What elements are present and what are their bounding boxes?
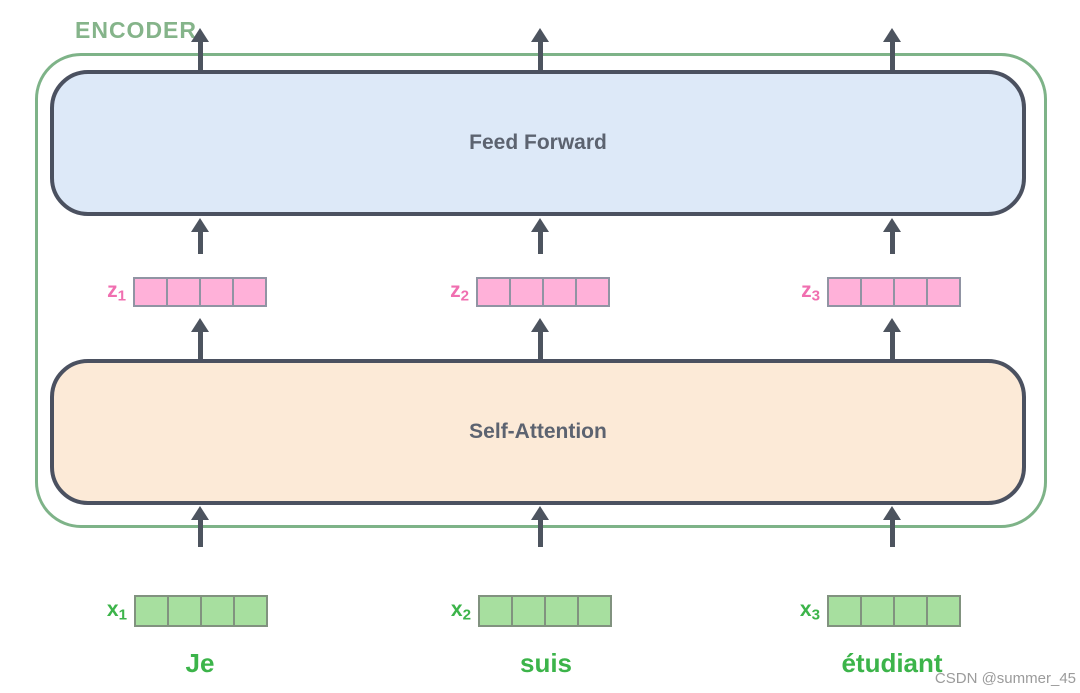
x3-vector: x3 bbox=[786, 595, 961, 627]
arrow-head-icon bbox=[531, 318, 549, 332]
arrow-head-icon bbox=[531, 28, 549, 42]
arrow-shaft bbox=[197, 520, 203, 547]
arrow-up-icon bbox=[531, 218, 549, 254]
arrow-up-icon bbox=[883, 218, 901, 254]
x1-cells bbox=[134, 595, 268, 627]
vector-cell bbox=[509, 279, 542, 305]
vector-cell bbox=[577, 597, 610, 625]
feed-forward-block: Feed Forward bbox=[50, 70, 1026, 216]
z2-cells bbox=[476, 277, 610, 307]
vector-cell bbox=[860, 597, 893, 625]
vector-cell bbox=[893, 279, 926, 305]
csdn-watermark: CSDN @summer_45 bbox=[934, 670, 1076, 687]
vector-cell bbox=[511, 597, 544, 625]
arrow-up-icon bbox=[883, 318, 901, 359]
arrow-shaft bbox=[537, 232, 543, 254]
z3-cells bbox=[827, 277, 961, 307]
arrow-up-icon bbox=[883, 28, 901, 70]
arrow-head-icon bbox=[531, 506, 549, 520]
arrow-shaft bbox=[197, 42, 203, 70]
z1-vector: z1 bbox=[92, 277, 267, 307]
vector-cell bbox=[480, 597, 511, 625]
vector-cell bbox=[829, 597, 860, 625]
encoder-title: ENCODER bbox=[75, 17, 198, 43]
vector-cell bbox=[478, 279, 509, 305]
arrow-shaft bbox=[197, 332, 203, 359]
word-suis: suis bbox=[519, 648, 573, 678]
vector-cell bbox=[542, 279, 575, 305]
arrow-shaft bbox=[537, 332, 543, 359]
arrow-shaft bbox=[889, 332, 895, 359]
vector-cell bbox=[926, 279, 959, 305]
arrow-shaft bbox=[889, 232, 895, 254]
arrow-head-icon bbox=[883, 28, 901, 42]
z2-vector: z2 bbox=[435, 277, 610, 307]
z3-vector: z3 bbox=[786, 277, 961, 307]
arrow-shaft bbox=[889, 42, 895, 70]
arrow-up-icon bbox=[883, 506, 901, 547]
arrow-head-icon bbox=[191, 218, 209, 232]
arrow-head-icon bbox=[531, 218, 549, 232]
z1-cells bbox=[133, 277, 267, 307]
vector-cell bbox=[232, 279, 265, 305]
arrow-up-icon bbox=[531, 318, 549, 359]
vector-cell bbox=[200, 597, 233, 625]
z2-label: z2 bbox=[450, 279, 469, 305]
word-etudiant: étudiant bbox=[841, 648, 943, 678]
feed-forward-label: Feed Forward bbox=[469, 131, 607, 154]
arrow-up-icon bbox=[531, 506, 549, 547]
x2-vector: x2 bbox=[437, 595, 612, 627]
arrow-head-icon bbox=[191, 28, 209, 42]
vector-cell bbox=[233, 597, 266, 625]
arrow-up-icon bbox=[191, 28, 209, 70]
z1-label: z1 bbox=[107, 279, 126, 305]
self-attention-label: Self-Attention bbox=[469, 420, 607, 443]
arrow-head-icon bbox=[883, 218, 901, 232]
word-je: Je bbox=[185, 648, 215, 678]
vector-cell bbox=[926, 597, 959, 625]
vector-cell bbox=[829, 279, 860, 305]
self-attention-block: Self-Attention bbox=[50, 359, 1026, 505]
vector-cell bbox=[166, 279, 199, 305]
x1-vector: x1 bbox=[93, 595, 268, 627]
arrow-head-icon bbox=[191, 506, 209, 520]
vector-cell bbox=[860, 279, 893, 305]
vector-cell bbox=[544, 597, 577, 625]
x1-label: x1 bbox=[106, 598, 127, 624]
vector-cell bbox=[199, 279, 232, 305]
arrow-head-icon bbox=[883, 318, 901, 332]
arrow-shaft bbox=[889, 520, 895, 547]
x3-label: x3 bbox=[799, 598, 820, 624]
z3-label: z3 bbox=[801, 279, 820, 305]
arrow-up-icon bbox=[531, 28, 549, 70]
x2-label: x2 bbox=[450, 598, 471, 624]
vector-cell bbox=[136, 597, 167, 625]
arrow-up-icon bbox=[191, 506, 209, 547]
x3-cells bbox=[827, 595, 961, 627]
arrow-up-icon bbox=[191, 318, 209, 359]
arrow-shaft bbox=[197, 232, 203, 254]
arrow-head-icon bbox=[883, 506, 901, 520]
arrow-head-icon bbox=[191, 318, 209, 332]
vector-cell bbox=[167, 597, 200, 625]
vector-cell bbox=[893, 597, 926, 625]
arrow-shaft bbox=[537, 520, 543, 547]
vector-cell bbox=[575, 279, 608, 305]
vector-cell bbox=[135, 279, 166, 305]
x2-cells bbox=[478, 595, 612, 627]
arrow-shaft bbox=[537, 42, 543, 70]
arrow-up-icon bbox=[191, 218, 209, 254]
